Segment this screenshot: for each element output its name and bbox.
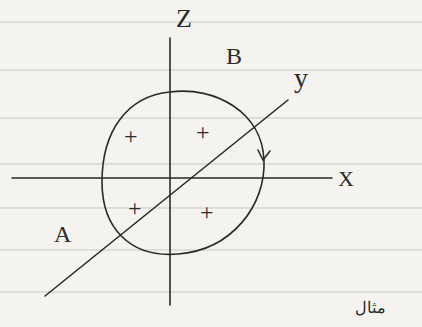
direction-arrow — [258, 150, 270, 160]
sign-mark: + — [200, 200, 214, 224]
axis-label: Z — [176, 6, 192, 32]
closed-curve — [102, 91, 264, 254]
point-label: B — [224, 44, 244, 68]
axis-label: X — [338, 168, 354, 190]
y-axis — [45, 100, 288, 296]
note-text: مثال — [355, 300, 386, 316]
point-label: A — [52, 222, 73, 246]
sign-mark: + — [128, 196, 142, 220]
sign-mark: + — [196, 120, 210, 144]
axis-label: y — [294, 64, 308, 92]
sign-mark: + — [124, 124, 138, 148]
ruled-lines — [0, 22, 422, 292]
x-axis — [12, 177, 332, 179]
z-axis — [169, 38, 171, 305]
